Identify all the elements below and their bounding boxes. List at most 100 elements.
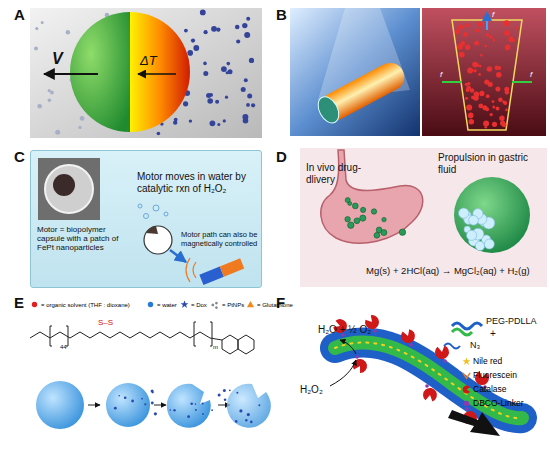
illustration-circle (484, 45, 487, 48)
illustration-path (340, 340, 356, 354)
illustration-circle (154, 412, 157, 415)
illustration-circle (348, 222, 354, 228)
illustration-circle (37, 104, 42, 109)
legend-text: Nile red (473, 356, 502, 366)
illustration-circle (209, 93, 213, 97)
illustration-circle (173, 409, 175, 411)
bubble-dots (455, 20, 519, 128)
illustration-circle (373, 329, 377, 333)
illustration-circle (242, 114, 248, 120)
cargo-dots (114, 389, 261, 423)
illustration-circle (482, 105, 487, 110)
illustration-line (170, 250, 186, 262)
illustration-circle (492, 100, 495, 103)
illustration-circle (36, 381, 84, 429)
chemical-label: PEG-PDLLA (486, 316, 537, 326)
illustration-circle (409, 343, 413, 347)
illustration-circle (504, 30, 510, 36)
legend-shape (181, 300, 189, 307)
illustration-circle (469, 215, 479, 225)
illustration-circle (50, 91, 54, 95)
illustration-path (399, 328, 417, 345)
note: In vivo drug-dlivery (306, 162, 366, 185)
panel-letter: A (14, 6, 25, 23)
illustration-circle (141, 398, 143, 400)
illustration-circle (144, 214, 149, 219)
subscript: 44 (60, 344, 67, 351)
legend-text: Catalase (473, 384, 507, 394)
legend-symbol (211, 300, 220, 309)
illustration-circle (361, 207, 366, 212)
illustration-circle (457, 29, 461, 33)
illustration-circle (479, 65, 482, 68)
illustration-circle (187, 415, 190, 418)
illustration-ellipse (314, 93, 343, 126)
legend-shape (464, 400, 469, 405)
illustration-path (186, 258, 196, 282)
illustration-circle (371, 209, 376, 214)
illustration-circle (203, 71, 208, 76)
illustration-circle (35, 27, 38, 30)
illustration-circle (473, 69, 476, 72)
illustration-circle (474, 41, 479, 46)
illustration-circle (352, 203, 358, 209)
illustration-circle (478, 22, 483, 27)
illustration-circle (483, 121, 489, 127)
illustration-circle (459, 52, 465, 58)
legend-item: = Glutathione (246, 300, 293, 309)
illustration-circle (106, 383, 150, 427)
illustration-circle (244, 78, 248, 82)
illustration-circle (345, 198, 350, 203)
chemical-label: N₃ (470, 340, 480, 350)
illustration-circle (211, 409, 213, 411)
illustration-circle (469, 119, 475, 125)
illustration-circle (457, 44, 463, 50)
panel-e-art (30, 322, 271, 429)
illustration-circle (496, 72, 502, 78)
chemical-label: H₂O + ½ O₂ (318, 324, 371, 336)
illustration-circle (354, 218, 360, 224)
legend-item: = water (146, 300, 177, 309)
illustration-path (146, 226, 158, 234)
illustration-circle (472, 62, 478, 68)
legend-item: DBCO-Linker (462, 398, 524, 408)
illustration-circle (66, 30, 70, 34)
illustration-circle (211, 26, 217, 32)
legend-shape (32, 302, 37, 307)
illustration-line (200, 332, 210, 338)
illustration-path (130, 12, 190, 132)
disulfide-label: S–S (98, 318, 113, 327)
illustration-path (50, 326, 68, 346)
illustration-circle (204, 30, 208, 34)
legend-symbol (180, 300, 189, 309)
illustration-path (434, 345, 450, 360)
illustration-circle (489, 35, 493, 39)
illustration-circle (224, 399, 227, 402)
motor-dots (345, 198, 406, 239)
illustration-circle (225, 96, 228, 99)
illustration-circle (207, 98, 213, 104)
illustration-circle (218, 394, 221, 397)
illustration-circle (250, 421, 253, 424)
illustration-circle (236, 392, 238, 394)
illustration-circle (203, 62, 207, 66)
legend-text: = organic solvent (THF : dioxane) (41, 302, 130, 308)
illustration-line (442, 81, 462, 83)
illustration-circle (189, 119, 192, 122)
illustration-circle (183, 101, 188, 106)
illustration-circle (504, 20, 510, 26)
illustration-rect (38, 158, 100, 220)
illustration-circle (484, 239, 494, 249)
box-text: Motor moves in water by catalytic rxn of… (137, 171, 257, 194)
illustration-rect (199, 266, 224, 284)
illustration-polygon (222, 335, 238, 354)
illustration-g (314, 58, 409, 126)
illustration-circle (221, 66, 227, 72)
legend-item: Catalase (462, 384, 507, 394)
illustration-circle (118, 395, 120, 397)
legend-text: Fluorescein (473, 370, 517, 380)
illustration-circle (493, 39, 496, 42)
legend-symbol (462, 399, 471, 408)
illustration-line (88, 405, 100, 406)
